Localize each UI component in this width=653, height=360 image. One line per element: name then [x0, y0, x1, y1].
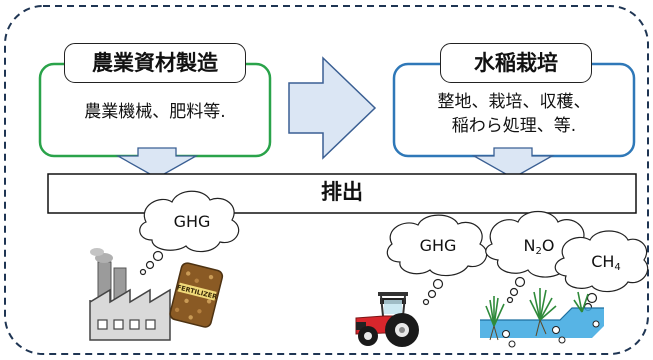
cloud-ch4 [554, 230, 649, 312]
left-box-title-text: 農業資材製造 [92, 51, 218, 75]
n2o-label: N2O [498, 236, 580, 257]
right-box-title-text: 水稲栽培 [474, 51, 558, 75]
right-box-title: 水稲栽培 [440, 43, 592, 83]
paddy-field-icon [480, 288, 604, 348]
emission-bar [47, 173, 637, 214]
right-box-description: 整地、栽培、収穫、 稲わら処理、等. [396, 90, 632, 138]
cloud-tractor-ghg [386, 214, 488, 306]
factory-ghg-label: GHG [173, 212, 211, 231]
cloud-factory-ghg [139, 190, 240, 276]
emission-bar-label: 排出 [321, 180, 363, 204]
left-box-title: 農業資材製造 [64, 43, 246, 83]
tractor-icon [355, 292, 419, 347]
down-arrow-left [115, 147, 199, 179]
factory-icon [89, 248, 171, 341]
tractor-ghg-label: GHG [419, 236, 457, 255]
n2o-base: N [523, 236, 536, 255]
down-arrow-right [471, 147, 555, 179]
flow-arrow-right [288, 56, 377, 160]
n2o-tail: O [541, 236, 555, 255]
ch4-subscript: 4 [614, 262, 621, 273]
ch4-base: CH [591, 252, 615, 271]
right-box-description-line-2: 稲わら処理、等. [451, 116, 577, 136]
ch4-label: CH4 [568, 252, 644, 273]
left-box-description-text: 農業機械、肥料等. [84, 102, 226, 122]
right-box-description-line-1: 整地、栽培、収穫、 [437, 92, 591, 112]
outer-dashed-frame [4, 5, 649, 355]
fertilizer-bag-icon: FERTILIZER [169, 262, 224, 328]
left-box-description: 農業機械、肥料等. [42, 100, 268, 124]
n2o-subscript: 2 [535, 246, 542, 257]
